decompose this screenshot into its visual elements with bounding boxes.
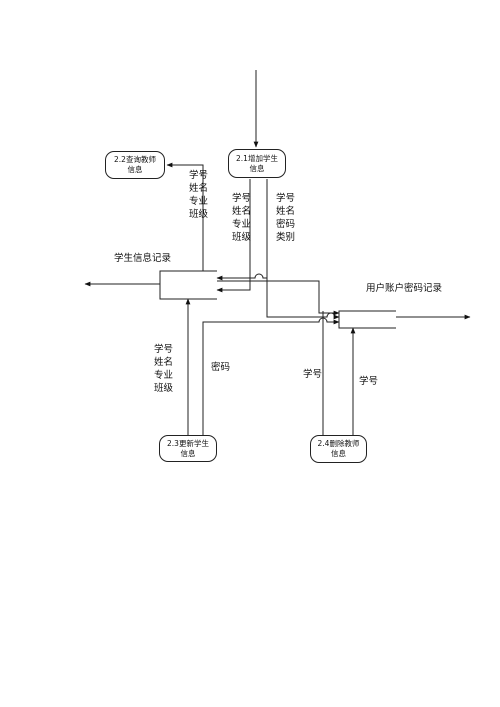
store-student-info-label: 学生信息记录 xyxy=(114,253,172,264)
flow-label-text: 专业 xyxy=(232,219,252,230)
flow-label-text: 专业 xyxy=(189,196,209,207)
flow-label-text: 密码 xyxy=(276,219,296,230)
flow-update-pwd xyxy=(202,317,340,435)
flow-label-text: 姓名 xyxy=(154,357,174,368)
flow-label-text: 班级 xyxy=(232,232,252,243)
process-add-student-line1: 2.1增加学生 xyxy=(236,153,278,163)
flow-label-text: 学号 xyxy=(189,170,209,181)
flow-label-to-query: 学号 姓名 专业 班级 xyxy=(189,169,208,221)
flow-label-text: 类别 xyxy=(276,232,296,243)
process-query-teacher: 2.2查询教师 信息 xyxy=(105,151,165,179)
flow-label-delete-id: 学号 xyxy=(303,369,323,380)
flow-label-text: 专业 xyxy=(154,370,174,381)
flow-label-update-pwd: 密码 xyxy=(211,362,231,373)
flow-add-to-store-a xyxy=(216,179,251,293)
flow-label-text: 姓名 xyxy=(276,206,296,217)
flow-label-text: 学号 xyxy=(276,193,296,204)
flow-label-text: 学号 xyxy=(232,193,252,204)
process-delete-teacher-line1: 2.4删除教师 xyxy=(317,439,360,448)
process-update-student-line2: 信息 xyxy=(180,448,196,458)
flow-label-text: 班级 xyxy=(189,209,209,220)
student-store-shape xyxy=(159,270,217,300)
process-query-teacher-line1: 2.2查询教师 xyxy=(114,155,156,164)
flow-label-add-right: 学号 姓名 密码 类别 xyxy=(276,192,295,244)
flow-label-text: 姓名 xyxy=(232,206,252,217)
process-update-student: 2.3更新学生 信息 xyxy=(159,435,217,462)
process-delete-teacher: 2.4删除教师 信息 xyxy=(310,435,367,463)
store-user-account-label: 用户账户密码记录 xyxy=(366,283,443,294)
flow-label-text: 班级 xyxy=(154,383,174,394)
account-store-shape xyxy=(338,310,396,329)
flow-add-to-store-b xyxy=(216,179,268,281)
process-query-teacher-line2: 信息 xyxy=(127,165,143,174)
flow-label-add-mid: 学号 姓名 专业 班级 xyxy=(232,192,251,244)
flow-label-update-left: 学号 姓名 专业 班级 xyxy=(154,343,173,395)
process-add-student-line2: 信息 xyxy=(249,163,265,173)
flow-label-text: 学号 xyxy=(154,344,174,355)
flow-label-text: 姓名 xyxy=(189,183,209,194)
flow-label-account-id: 学号 xyxy=(359,376,379,387)
process-delete-teacher-line2: 信息 xyxy=(331,449,346,458)
flow-store-to-query xyxy=(166,162,204,271)
process-update-student-line1: 2.3更新学生 xyxy=(167,438,209,448)
flow-store-to-account xyxy=(217,280,340,316)
process-add-student: 2.1增加学生 信息 xyxy=(228,149,286,178)
flow-add-to-account xyxy=(266,278,340,320)
